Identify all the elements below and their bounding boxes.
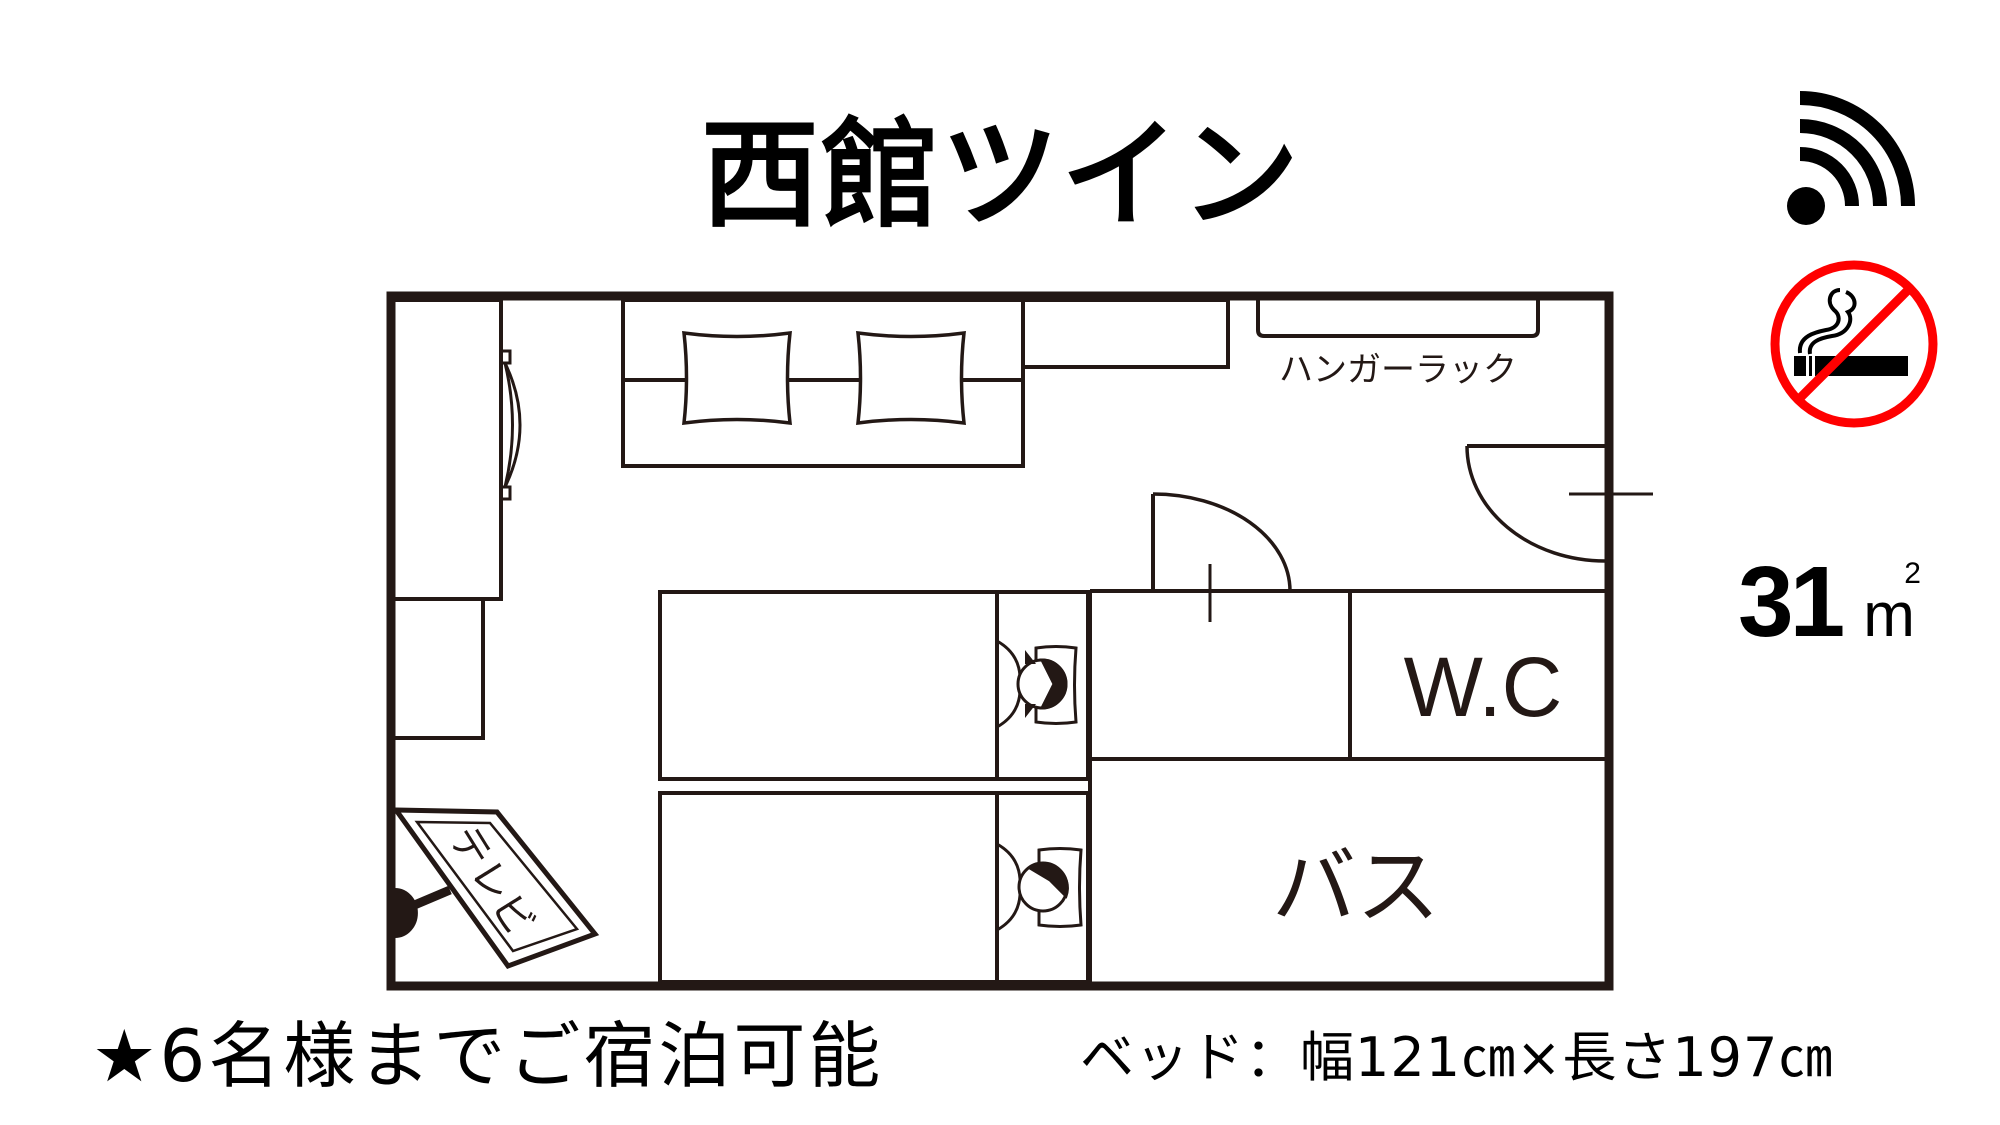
hanger-rack [1256,300,1540,338]
closet [395,298,522,740]
capacity-note: ★6名様までご宿泊可能 [92,1014,884,1098]
area-value: 31 [1738,546,1845,658]
area-unit-text: m [1863,581,1915,650]
hanger-rack-label: ハンガーラック [1279,350,1517,390]
entry-door [1465,444,1653,563]
pillow-1 [996,639,1078,729]
wc-label: W.C [1404,640,1563,734]
cushion [856,330,966,426]
bed-2 [658,791,1090,984]
bed-size-note: ベッド：幅121㎝×長さ197㎝ [1080,1026,1834,1089]
cushion [682,330,792,426]
pillow-2 [996,842,1083,932]
wifi-icon [1787,91,1915,225]
area-unit-sup: 2 [1904,557,1921,590]
bed-1 [658,590,1090,781]
bath-label: バス [1272,838,1440,936]
no-smoking-icon [1770,260,1938,428]
cabinet [1021,298,1230,369]
outer-wall [386,291,1614,991]
sofa [621,298,1025,468]
page-title: 西館ツイン [700,106,1301,244]
tv [391,807,600,970]
